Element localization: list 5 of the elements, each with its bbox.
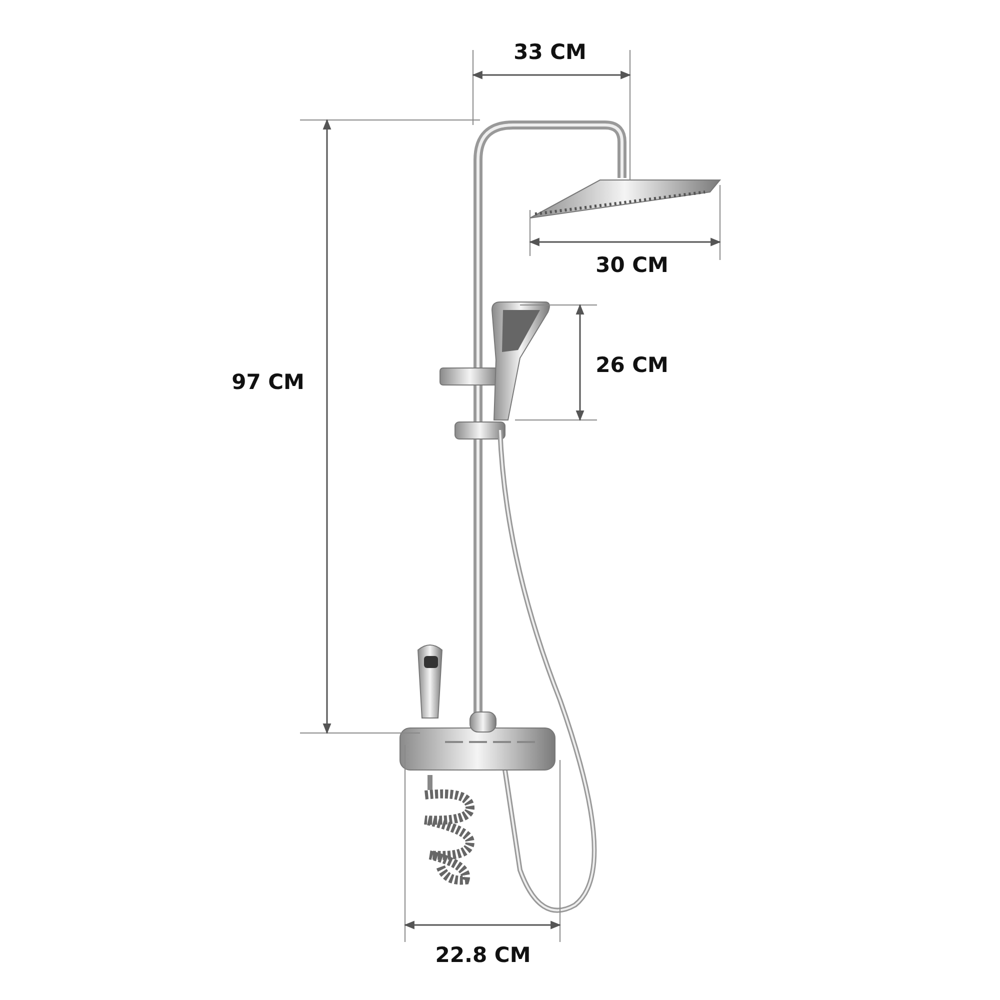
dimension-label: 30 CM [596, 253, 668, 277]
dimension-label: 33 CM [514, 40, 586, 64]
dimension-label: 97 CM [232, 370, 304, 394]
dimension-label: 22.8 CM [435, 943, 531, 967]
dimension-label: 26 CM [596, 353, 668, 377]
